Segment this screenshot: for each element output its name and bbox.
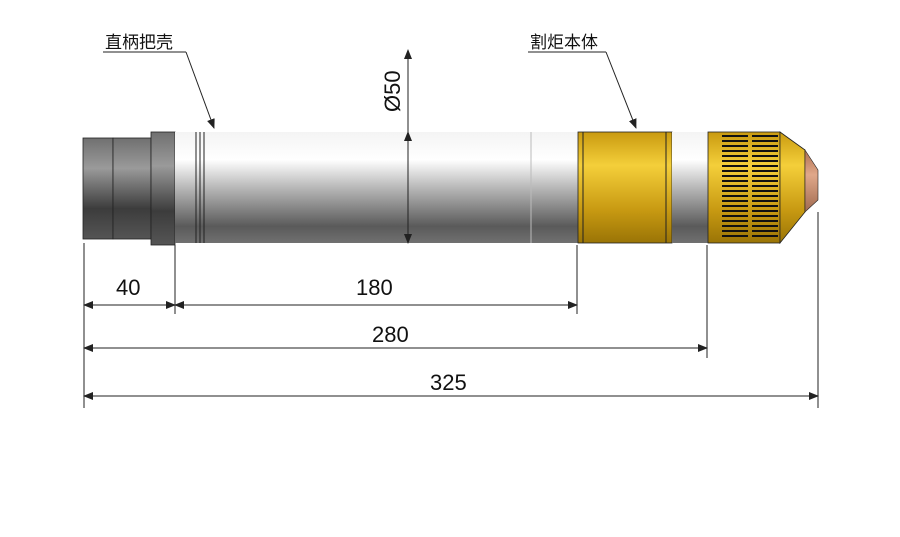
length-dimensions — [83, 301, 819, 400]
torch-body-callout: 割炬本体 — [528, 33, 637, 129]
handle-shell-label: 直柄把壳 — [105, 33, 173, 52]
diameter-dimension: Ø50 — [380, 49, 412, 244]
handle-tube — [175, 132, 578, 243]
diameter-label: Ø50 — [380, 70, 405, 112]
knurled-ring — [722, 135, 778, 237]
rear-cap — [82, 131, 176, 246]
handle-shell-callout: 直柄把壳 — [103, 33, 215, 129]
torch-body — [577, 131, 819, 245]
dim-280: 280 — [372, 322, 409, 347]
dim-325: 325 — [430, 370, 467, 395]
torch-body-label: 割炬本体 — [530, 33, 598, 52]
dim-180: 180 — [356, 275, 393, 300]
dim-40: 40 — [116, 275, 140, 300]
